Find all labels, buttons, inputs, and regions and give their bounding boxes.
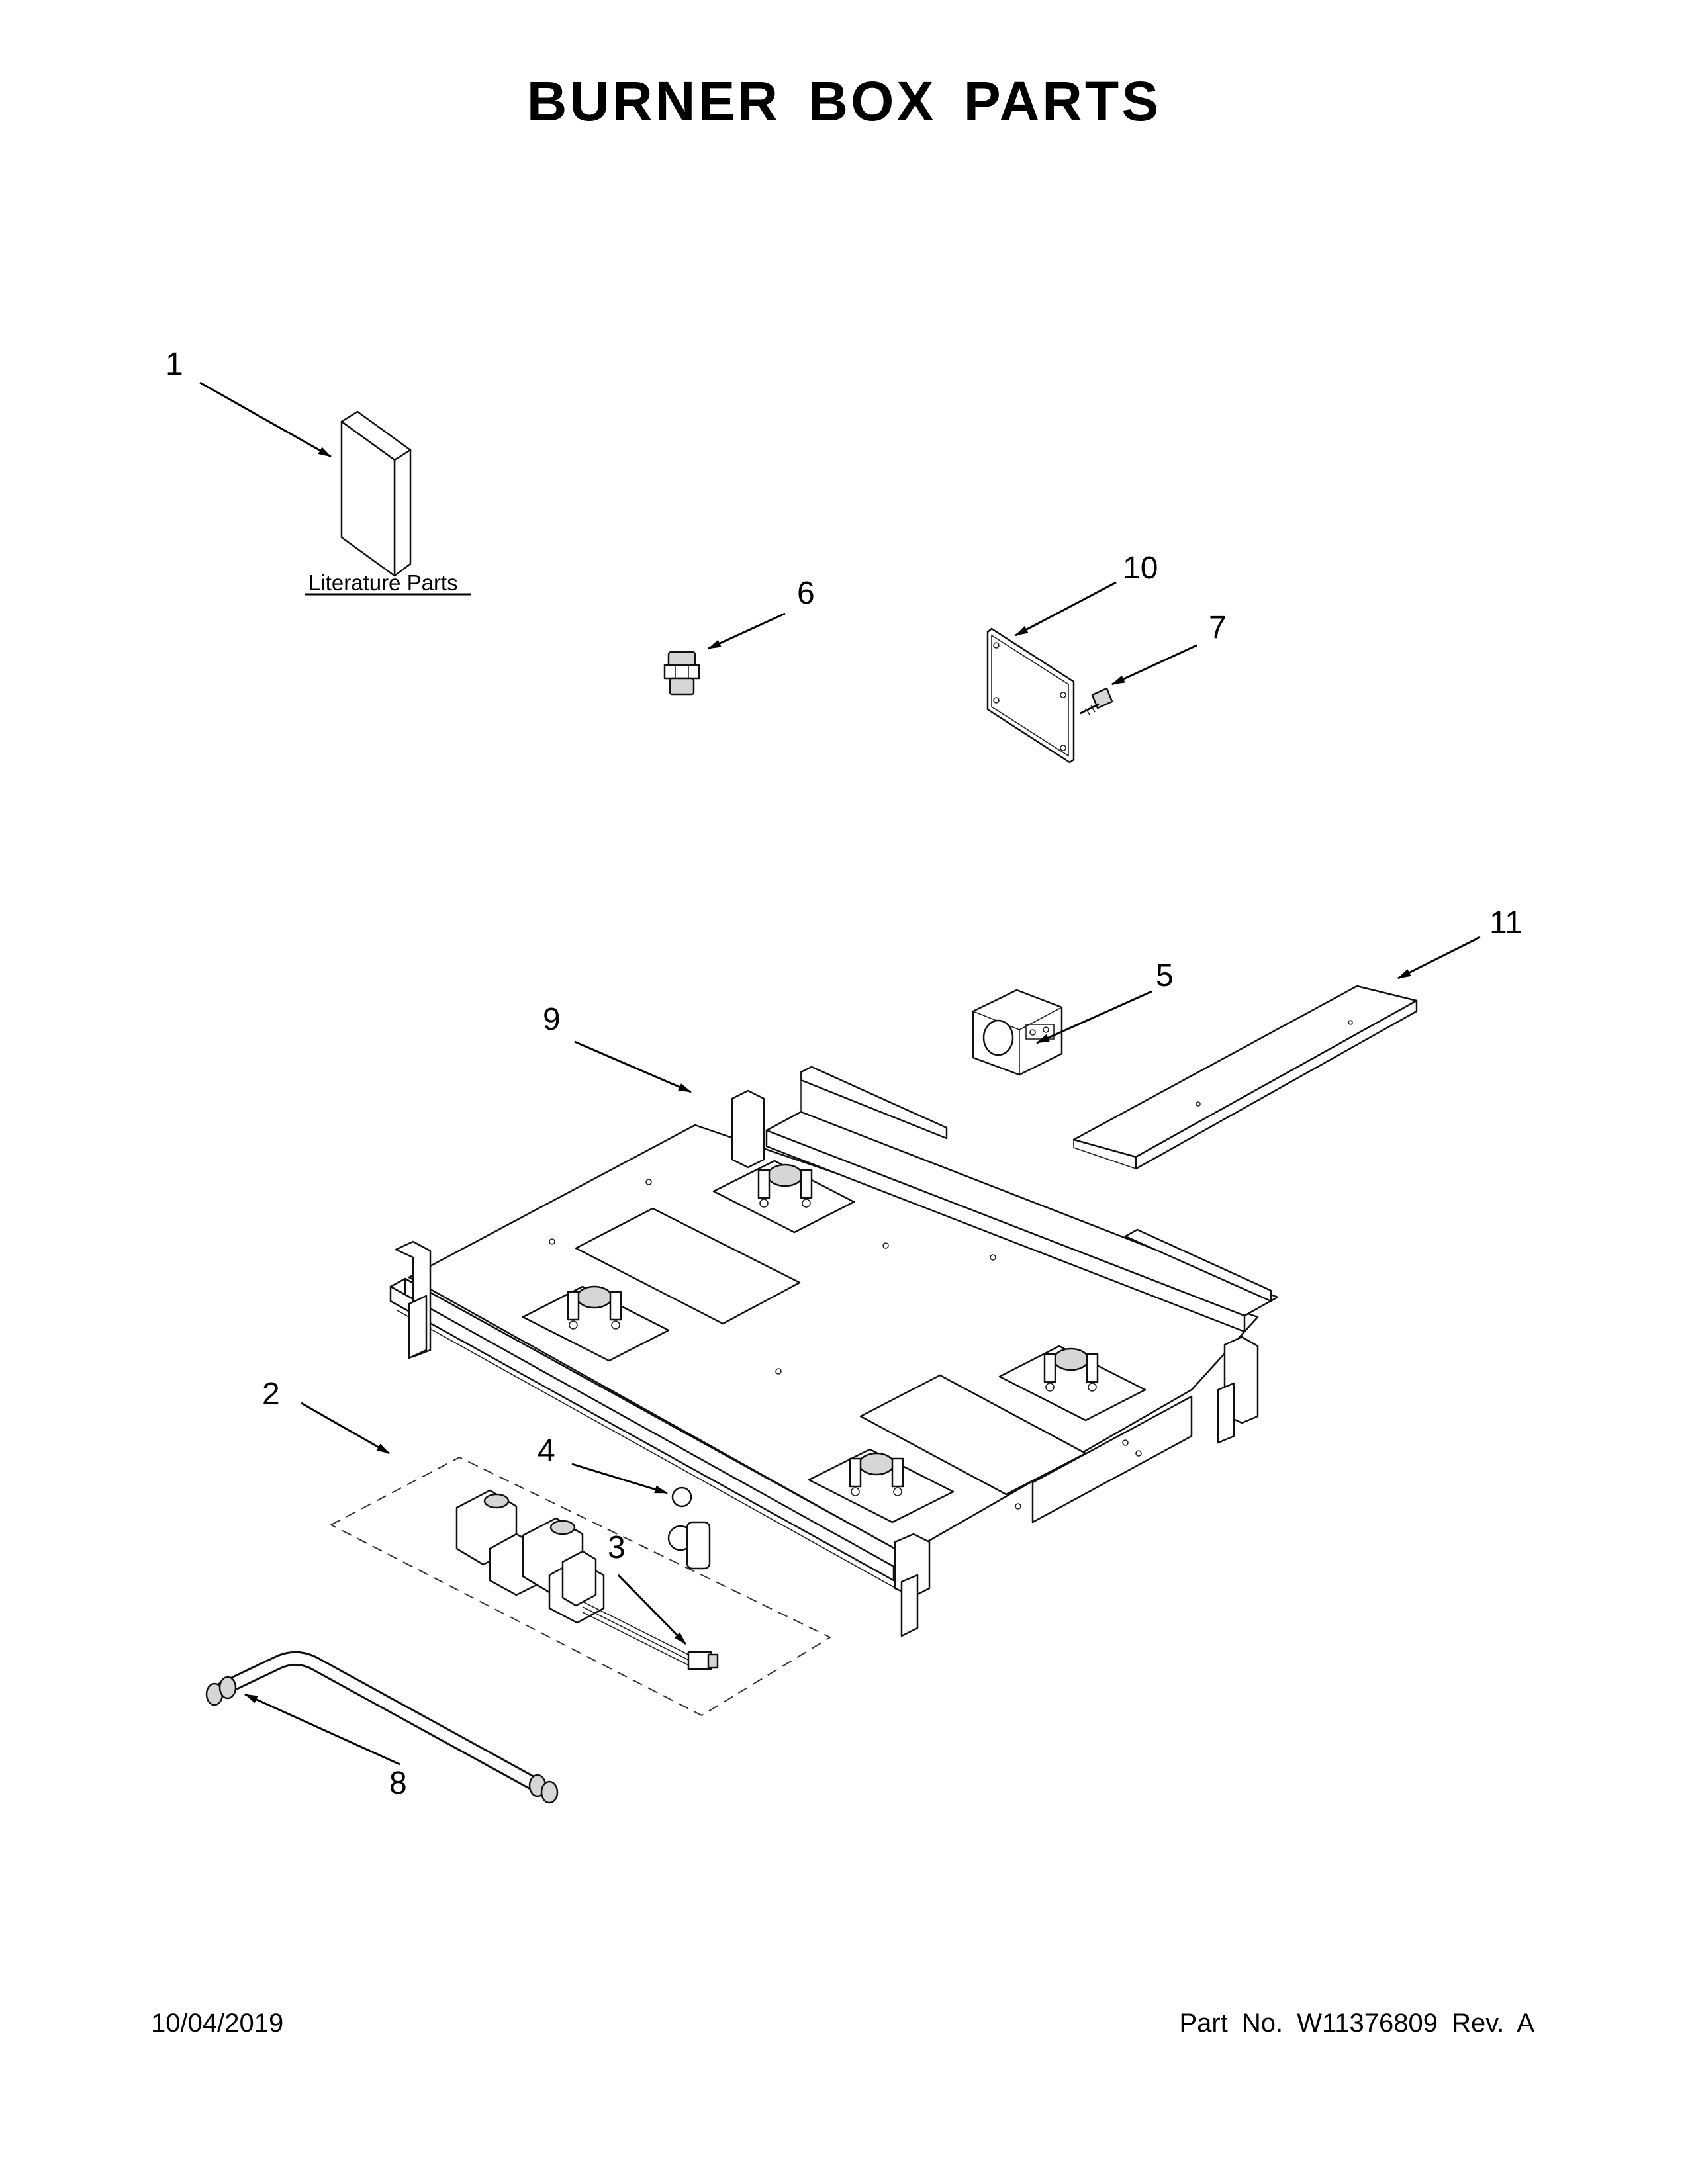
orifice-fitting [663,651,700,696]
wire-harness [582,1601,719,1670]
valve-manifold [455,1489,711,1624]
literature-parts-label: Literature Parts [308,570,458,595]
page-title: BURNER BOX PARTS [526,70,1162,132]
valve-assembly-dashed-box [329,1456,832,1717]
callout-6: 6 [797,576,815,611]
callout-11: 11 [1489,905,1523,940]
literature-booklet [340,410,412,577]
cover-plate [986,627,1075,764]
callout-8: 8 [389,1766,407,1801]
callout-9: 9 [543,1002,561,1037]
callout-3: 3 [608,1530,626,1565]
footer-part-number: Part No. W11376809 Rev. A [1179,2009,1534,2038]
callout-1: 1 [165,347,183,382]
gas-tube [205,1651,559,1804]
callout-7: 7 [1209,610,1227,645]
footer-date: 10/04/2019 [151,2009,284,2038]
callout-10: 10 [1123,551,1158,586]
burner-box [389,1066,1279,1637]
spark-module [972,989,1063,1076]
mounting-screw [1080,687,1113,715]
callout-4: 4 [538,1433,555,1469]
callout-2: 2 [262,1377,280,1412]
leader-arrows [199,381,1481,1766]
cover-strip [1072,985,1418,1170]
callout-5: 5 [1156,958,1174,993]
